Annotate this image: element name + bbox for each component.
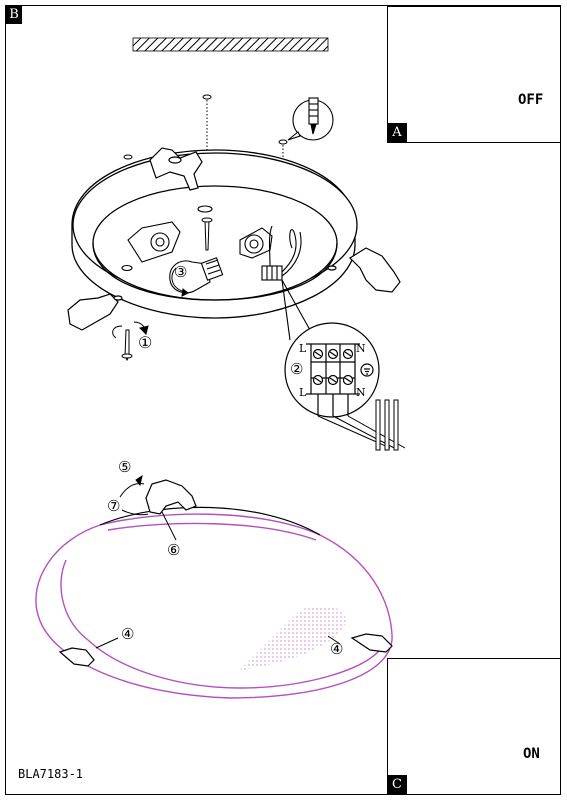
step-3-label: ③ bbox=[174, 263, 188, 281]
terminal-l-top: L bbox=[299, 342, 307, 355]
step-7-label: ⑦ bbox=[107, 497, 121, 515]
step-5-label: ⑤ bbox=[118, 458, 132, 476]
off-label: OFF bbox=[518, 92, 544, 108]
step-4-label-right: ④ bbox=[330, 640, 344, 658]
bulb-rotation-arrow bbox=[171, 267, 189, 297]
panel-b-tag: B bbox=[6, 6, 22, 24]
wiring bbox=[261, 225, 311, 341]
inset-c-tag: C bbox=[387, 775, 407, 795]
step-2-label: ② bbox=[290, 360, 304, 378]
inset-a-tag: A bbox=[387, 123, 407, 143]
inset-switch-off bbox=[387, 6, 561, 143]
center-screw bbox=[201, 217, 213, 251]
glass-arrows bbox=[95, 474, 341, 649]
terminal-n-bottom: N bbox=[356, 386, 366, 399]
base-plate bbox=[71, 149, 358, 319]
bulb bbox=[169, 257, 224, 294]
base-clips bbox=[67, 147, 401, 331]
glass-shade bbox=[35, 513, 393, 699]
step-1-label: ① bbox=[138, 333, 153, 352]
terminal-n-top: N bbox=[356, 342, 366, 355]
ceiling-hatch bbox=[132, 37, 329, 52]
supply-cable bbox=[317, 399, 406, 451]
fixing-screw bbox=[112, 321, 149, 362]
glass-clips bbox=[58, 479, 393, 667]
wiring-detail bbox=[284, 322, 380, 418]
lamp-holders bbox=[121, 205, 273, 272]
step-4-label-left: ④ bbox=[121, 625, 135, 643]
terminal-l-bottom: L bbox=[299, 386, 307, 399]
inset-switch-on bbox=[387, 658, 561, 795]
step-6-label: ⑥ bbox=[167, 541, 181, 559]
document-code: BLA7183-1 bbox=[18, 767, 84, 781]
on-label: ON bbox=[523, 746, 540, 762]
wall-plug-callout bbox=[287, 97, 334, 141]
page-frame bbox=[5, 5, 561, 795]
